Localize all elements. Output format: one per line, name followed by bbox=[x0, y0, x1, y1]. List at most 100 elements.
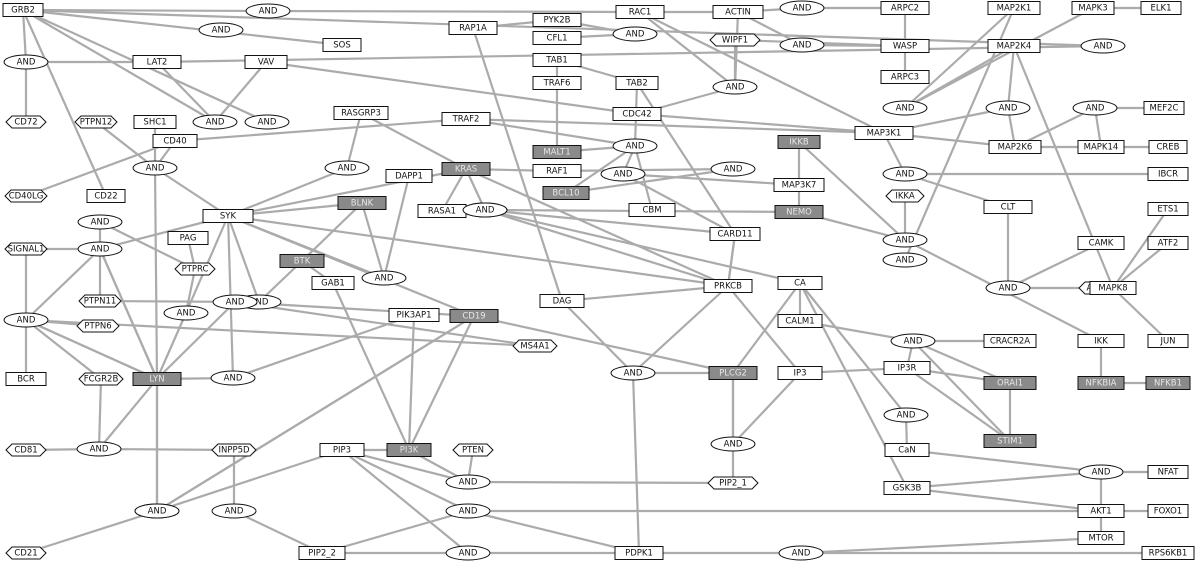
node-shape bbox=[712, 5, 764, 19]
node-shape bbox=[78, 372, 124, 386]
node-and-15: AND bbox=[132, 160, 178, 176]
edge-gsk3b-to-and-39 bbox=[906, 470, 1102, 490]
edge-and-1-to-rac1 bbox=[267, 9, 641, 14]
node-label: CD72 bbox=[14, 118, 37, 128]
node-label: PYK2B bbox=[544, 16, 571, 26]
node-and-7: AND bbox=[1080, 38, 1126, 54]
node-pik3ap1: PIK3AP1 bbox=[388, 308, 440, 322]
node-label: CRACR2A bbox=[990, 337, 1030, 347]
node-and-8: AND bbox=[712, 79, 758, 95]
node-shape bbox=[1072, 100, 1118, 116]
node-shape bbox=[324, 160, 370, 176]
node-label: AND bbox=[724, 165, 743, 175]
node-label: NFKBIA bbox=[1086, 379, 1117, 389]
node-shape bbox=[710, 436, 756, 452]
node-shape bbox=[76, 319, 120, 333]
node-shape bbox=[279, 254, 325, 268]
node-pip3: PIP3 bbox=[319, 443, 365, 457]
node-mapk8: MAPK8 bbox=[1089, 281, 1137, 295]
node-label: RASGRP3 bbox=[341, 109, 381, 119]
node-shape bbox=[319, 443, 365, 457]
node-cracr2a: CRACR2A bbox=[983, 334, 1037, 348]
node-label: IKK bbox=[1094, 337, 1108, 347]
edge-traf2-to-and-14 bbox=[465, 117, 636, 148]
edge-syk-to-and-15 bbox=[154, 167, 229, 217]
node-label: IP3R bbox=[898, 364, 917, 374]
node-map2k4: MAP2K4 bbox=[987, 39, 1041, 53]
node-label: MAP2K4 bbox=[997, 42, 1032, 52]
node-shape bbox=[1147, 504, 1189, 518]
node-label: AND bbox=[258, 118, 277, 128]
node-label: JUN bbox=[1159, 337, 1175, 347]
node-label: IKKA bbox=[895, 192, 915, 202]
node-and-24: AND bbox=[77, 241, 123, 257]
node-shape bbox=[983, 434, 1037, 448]
node-label: BTK bbox=[294, 257, 311, 267]
node-ptprc: PTPRC bbox=[174, 262, 216, 276]
node-shape bbox=[167, 231, 209, 245]
node-shape bbox=[245, 3, 291, 19]
node-label: SHC1 bbox=[143, 118, 166, 128]
node-and-4: AND bbox=[612, 26, 658, 42]
node-shape bbox=[1077, 504, 1125, 518]
node-nfkbia: NFKBIA bbox=[1077, 376, 1125, 390]
node-pag: PAG bbox=[167, 231, 209, 245]
node-shape bbox=[1143, 101, 1185, 115]
edge-pdpk1-to-and-43 bbox=[467, 509, 640, 555]
node-prkcb: PRKCB bbox=[703, 279, 753, 293]
node-shape bbox=[244, 55, 288, 69]
edge-raf1-to-and-17 bbox=[556, 167, 734, 173]
node-label: AND bbox=[17, 316, 36, 326]
edge-grb2-to-cd22 bbox=[21, 9, 108, 197]
edge-map2k4-to-and-9 bbox=[904, 45, 1015, 109]
edge-lyn-to-and-31 bbox=[156, 301, 236, 380]
edge-and-24-to-and-30 bbox=[25, 248, 101, 321]
edge-grb2-to-and-6 bbox=[21, 9, 28, 63]
edge-and-17-to-bcl10 bbox=[565, 167, 734, 195]
node-shape bbox=[1147, 167, 1189, 181]
node-label: IBCR bbox=[1158, 170, 1178, 180]
node-camk: CAMK bbox=[1077, 236, 1125, 250]
node-label: CARD11 bbox=[717, 230, 752, 240]
node-arpc3: ARPC3 bbox=[880, 70, 930, 84]
node-label: ORAI1 bbox=[997, 379, 1023, 389]
edge-ca-to-plcg2 bbox=[732, 282, 801, 374]
node-cd19: CD19 bbox=[449, 309, 499, 323]
node-label: AND bbox=[793, 4, 812, 14]
node-shape bbox=[532, 13, 582, 27]
node-label: AND bbox=[250, 298, 269, 308]
node-shape bbox=[337, 196, 387, 210]
node-and-40: AND bbox=[445, 474, 491, 490]
edge-dag-to-prkcb bbox=[561, 284, 729, 303]
node-shape bbox=[777, 314, 823, 328]
node-label: ARPC3 bbox=[891, 73, 919, 83]
node-and-31: AND bbox=[212, 294, 258, 310]
node-label: WASP bbox=[893, 42, 917, 52]
node-ip3r: IP3R bbox=[883, 361, 931, 375]
node-shape bbox=[983, 200, 1033, 214]
node-shape bbox=[5, 115, 47, 129]
node-shape bbox=[709, 227, 761, 241]
edge-ca-to-and-20 bbox=[484, 208, 801, 285]
node-shape bbox=[1147, 236, 1189, 250]
node-shape bbox=[532, 145, 582, 159]
node-and-38: AND bbox=[710, 436, 756, 452]
node-label: GSK3B bbox=[893, 484, 922, 494]
edge-gab1-to-pi3k bbox=[331, 282, 411, 451]
node-nfkb1: NFKB1 bbox=[1145, 376, 1191, 390]
edge-cdc42-to-map3k1 bbox=[636, 112, 885, 135]
edge-gsk3b-to-akt1 bbox=[906, 486, 1102, 513]
node-shape bbox=[882, 232, 928, 248]
node-label: MAPK3 bbox=[1078, 4, 1107, 14]
node-gab1: GAB1 bbox=[311, 276, 355, 290]
node-label: CaN bbox=[898, 446, 916, 456]
edge-rac1-to-map3k1 bbox=[639, 11, 885, 134]
node-shape bbox=[445, 503, 491, 519]
node-shape bbox=[987, 1, 1041, 15]
node-label: TRAF2 bbox=[452, 115, 480, 125]
node-label: ETS1 bbox=[1157, 205, 1178, 215]
node-cd40: CD40 bbox=[152, 134, 198, 148]
edge-ikkb-to-and-21 bbox=[798, 141, 906, 241]
node-shape bbox=[1147, 334, 1189, 348]
